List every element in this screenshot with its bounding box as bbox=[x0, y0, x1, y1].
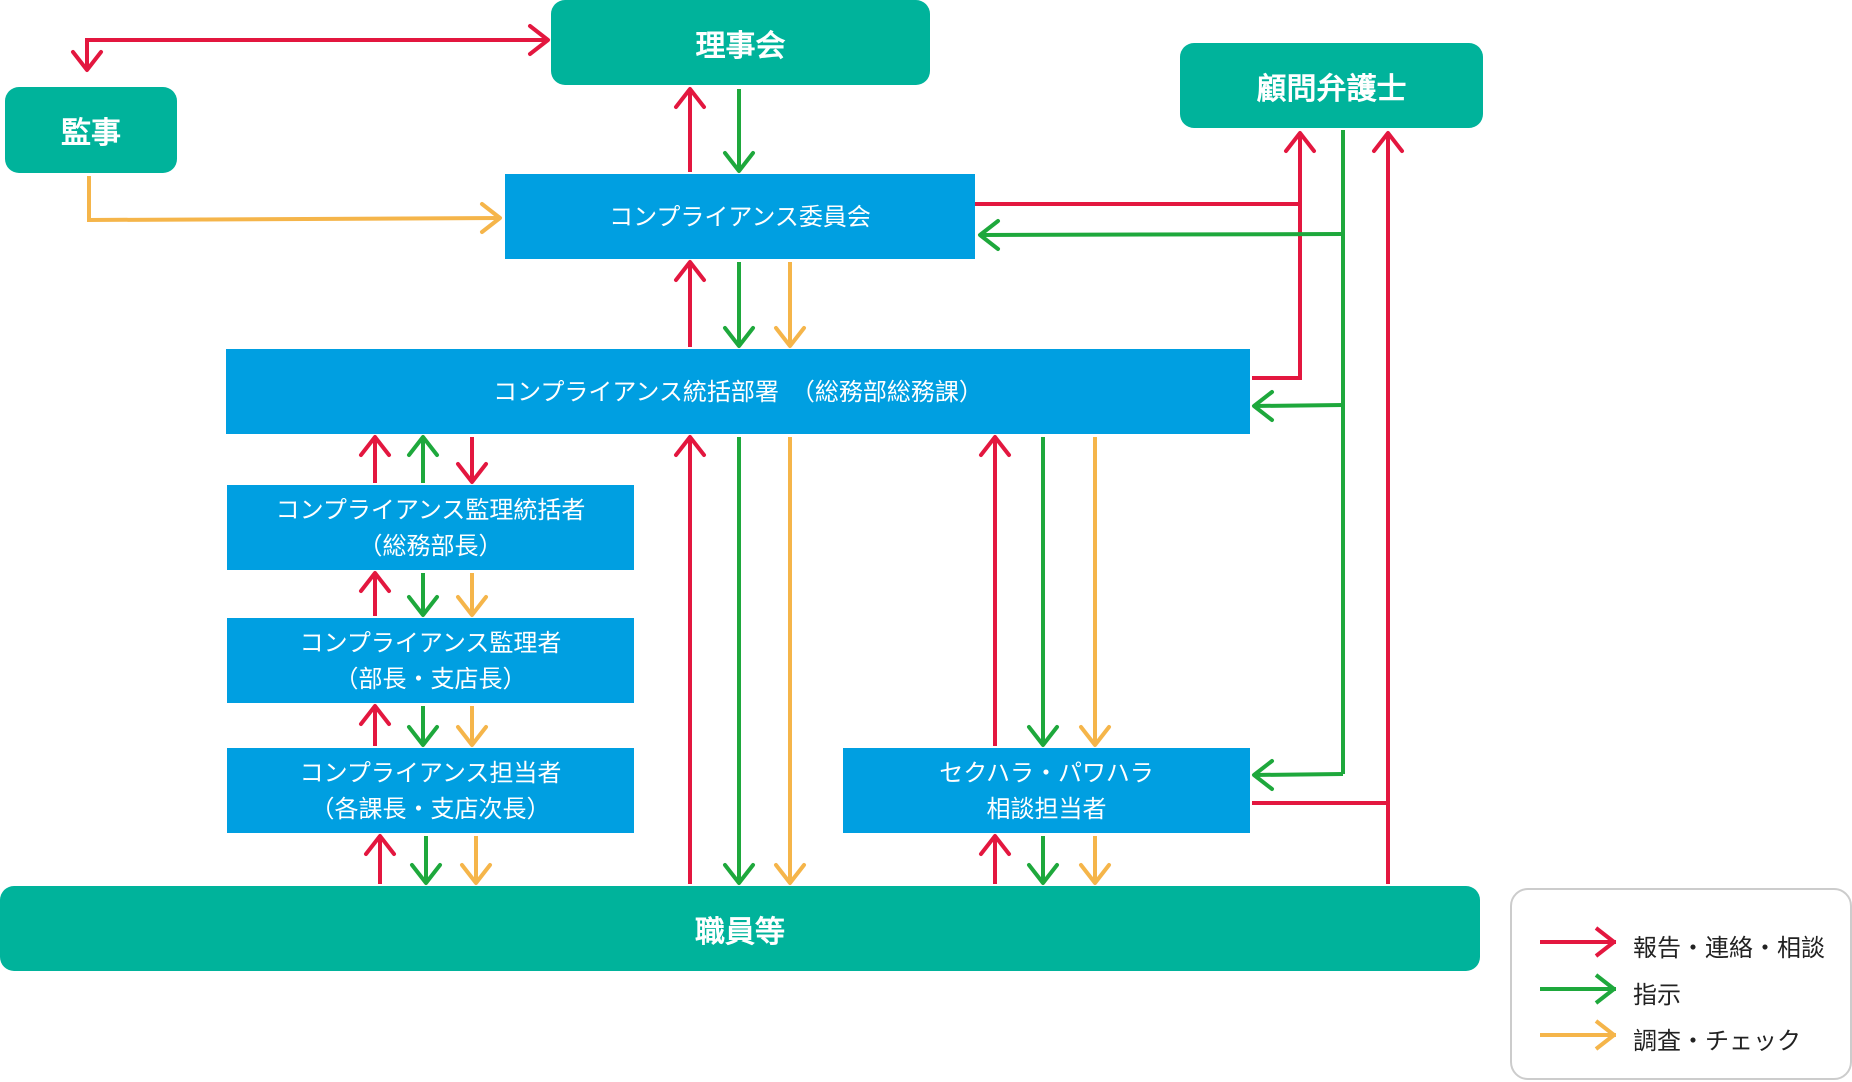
harassment-consultant-node: セクハラ・パワハラ 相談担当者 bbox=[843, 748, 1250, 833]
dept-harassment-instruct-arrow-head bbox=[1027, 725, 1059, 747]
staff-dept-report-arrow-head bbox=[674, 435, 706, 457]
dept-chief-report-arrow-head bbox=[456, 462, 488, 484]
auditor-committee-check-arrow-head bbox=[480, 202, 502, 234]
committee-lawyer-report-arrow-head bbox=[1284, 131, 1316, 153]
officer-title: コンプライアンス担当者 bbox=[299, 758, 562, 787]
lawyer-committee-instruct-arrow-line bbox=[979, 232, 1344, 237]
chief-supervisor-check-arrow-head bbox=[456, 595, 488, 617]
committee-dept-check-arrow-head bbox=[774, 326, 806, 348]
committee-node: コンプライアンス委員会 bbox=[505, 174, 975, 259]
supervisor-node: コンプライアンス監理者 （部長・支店長） bbox=[227, 618, 634, 703]
lawyer-committee-instruct-arrow bbox=[979, 232, 1344, 237]
board-node: 理事会 bbox=[551, 0, 930, 85]
staff-node: 職員等 bbox=[0, 886, 1480, 971]
supervisor-title: コンプライアンス監理者 bbox=[299, 628, 562, 657]
officer-node: コンプライアンス担当者 （各課長・支店次長） bbox=[227, 748, 634, 833]
supervisor-role: （部長・支店長） bbox=[334, 664, 527, 693]
chief-supervisor-title: コンプライアンス監理統括者 bbox=[275, 495, 586, 524]
legend-instruct-arrow bbox=[1540, 973, 1616, 1005]
auditor-committee-check-arrow bbox=[87, 176, 501, 223]
auditor-board-report-arrow-head bbox=[71, 50, 103, 72]
dept-staff-check-arrow-head bbox=[774, 863, 806, 885]
lawyer-harassment-instruct-arrow-line bbox=[1253, 772, 1344, 777]
officer-staff-check-arrow-head bbox=[460, 863, 492, 885]
auditor-node: 監事 bbox=[5, 87, 177, 173]
dept-lawyer-report-arrow-line bbox=[1252, 204, 1302, 380]
staff-label: 職員等 bbox=[695, 914, 785, 950]
harassment-staff-instruct-arrow-head bbox=[1027, 863, 1059, 885]
compliance-dept-node: コンプライアンス統括部署 （総務部総務課） bbox=[226, 349, 1250, 434]
legend-swatches bbox=[1540, 926, 1616, 1051]
committee-board-report-arrow-head bbox=[674, 87, 706, 109]
legend-report-label: 報告・連絡・相談 bbox=[1633, 934, 1825, 962]
legend-report-arrow bbox=[1540, 926, 1616, 958]
auditor-committee-check-arrow-line bbox=[87, 176, 501, 223]
harassment-consultant-title: セクハラ・パワハラ bbox=[939, 758, 1154, 787]
chief-supervisor-role: （総務部長） bbox=[358, 531, 503, 560]
legend: 報告・連絡・相談 指示 調査・チェック bbox=[1510, 888, 1852, 1080]
lawyer-dept-instruct-arrow-head bbox=[1252, 390, 1274, 422]
staff-lawyer-report-arrow-head bbox=[1372, 131, 1404, 153]
legend-check-label: 調査・チェック bbox=[1633, 1027, 1801, 1055]
auditor-board-report-arrow-line bbox=[85, 38, 548, 70]
officer-role: （各課長・支店次長） bbox=[310, 794, 551, 823]
lawyer-label: 顧問弁護士 bbox=[1256, 71, 1407, 107]
lawyer-harassment-instruct-arrow-head bbox=[1252, 759, 1274, 791]
harassment-consultant-role: 相談担当者 bbox=[986, 794, 1107, 823]
auditor-board-report-arrow bbox=[85, 38, 548, 70]
compliance-dept-label: コンプライアンス統括部署 （総務部総務課） bbox=[493, 377, 983, 406]
staff-harassment-report-arrow-head bbox=[979, 834, 1011, 856]
committee-dept-instruct-arrow-head bbox=[723, 326, 755, 348]
officer-supervisor-report-arrow-head bbox=[359, 704, 391, 726]
board-committee-instruct-arrow-head bbox=[723, 151, 755, 173]
chief-supervisor-instruct-arrow-head bbox=[407, 595, 439, 617]
committee-label: コンプライアンス委員会 bbox=[609, 202, 871, 231]
board-label: 理事会 bbox=[695, 28, 786, 64]
lawyer-committee-instruct-arrow-head bbox=[978, 219, 1000, 251]
lawyer-dept-instruct-arrow bbox=[1253, 403, 1344, 408]
dept-committee-report-arrow-head bbox=[674, 260, 706, 282]
dept-chief-instruct-arrow-head bbox=[407, 435, 439, 457]
auditor-label: 監事 bbox=[61, 116, 121, 151]
officer-staff-instruct-arrow-head bbox=[410, 863, 442, 885]
chief-dept-report-arrow-head bbox=[359, 435, 391, 457]
auditor-board-report-arrow-head bbox=[528, 24, 550, 56]
lawyer-node: 顧問弁護士 bbox=[1180, 43, 1483, 128]
supervisor-officer-check-arrow-head bbox=[456, 725, 488, 747]
staff-officer-report-arrow-head bbox=[364, 834, 396, 856]
harassment-dept-report-arrow-head bbox=[979, 435, 1011, 457]
committee-lawyer-report-arrow-line bbox=[975, 133, 1302, 206]
harassment-staff-check-arrow-head bbox=[1079, 863, 1111, 885]
lawyer-dept-instruct-arrow-line bbox=[1253, 403, 1344, 408]
supervisor-officer-instruct-arrow-head bbox=[407, 725, 439, 747]
legend-check-arrow bbox=[1540, 1019, 1616, 1051]
lawyer-harassment-instruct-arrow bbox=[1253, 772, 1344, 777]
chief-supervisor-node: コンプライアンス監理統括者 （総務部長） bbox=[227, 485, 634, 570]
dept-lawyer-report-arrow bbox=[1252, 204, 1302, 380]
committee-lawyer-report-arrow bbox=[975, 133, 1302, 206]
legend-instruct-label: 指示 bbox=[1633, 981, 1681, 1009]
dept-staff-instruct-arrow-head bbox=[723, 863, 755, 885]
supervisor-chief-report-arrow-head bbox=[359, 571, 391, 593]
dept-harassment-check-arrow-head bbox=[1079, 725, 1111, 747]
